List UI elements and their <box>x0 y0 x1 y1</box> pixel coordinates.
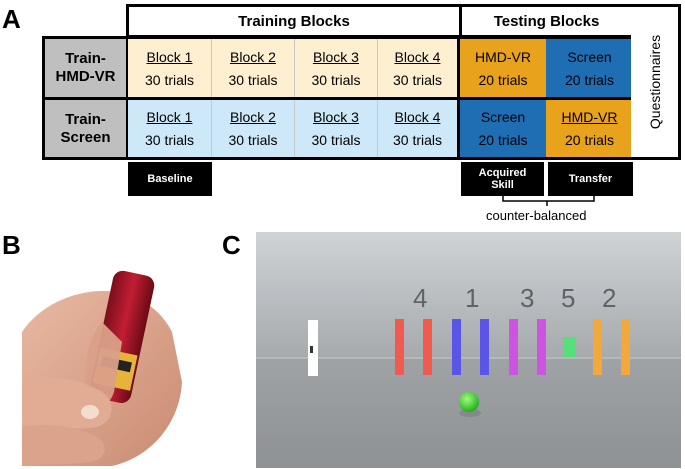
row1-block2-trials: 30 trials <box>228 71 278 88</box>
row1-label-line2: HMD-VR <box>55 68 116 85</box>
baseline-text: Baseline <box>147 173 193 185</box>
row1-block1-cell: Block 1 30 trials <box>128 39 212 97</box>
hand-illustration <box>22 270 182 466</box>
row2-block1-label: Block 1 <box>146 109 193 126</box>
testing-blocks-header: Testing Blocks <box>459 4 634 38</box>
target-digit-5: 2 <box>602 283 616 313</box>
questionnaires-label: Questionnaires <box>646 34 663 130</box>
row1-test2-name: Screen <box>567 48 612 65</box>
row2-block3-trials: 30 trials <box>311 131 361 148</box>
row1-block4-trials: 30 trials <box>392 71 443 88</box>
testing-blocks-title: Testing Blocks <box>493 12 600 30</box>
counterbalanced-label: counter-balanced <box>486 208 587 223</box>
row1-test2-cell: Screen 20 trials <box>546 39 633 97</box>
row1-test1-cell: HMD-VR 20 trials <box>460 39 546 97</box>
row1-test2-trials: 20 trials <box>564 71 615 88</box>
panel-label-a: A <box>2 4 21 34</box>
target-digit-4: 5 <box>561 283 575 313</box>
row2-block4-cell: Block 4 30 trials <box>378 100 460 157</box>
row2-block3-label: Block 3 <box>313 109 359 126</box>
training-blocks-title: Training Blocks <box>238 12 350 30</box>
magenta-bar-left <box>509 319 518 375</box>
start-panel-slot <box>310 346 313 353</box>
transfer-text: Transfer <box>568 173 613 185</box>
panel-label-c: C <box>222 230 241 260</box>
row1-block1-label: Block 1 <box>146 48 193 65</box>
row1-block1-trials: 30 trials <box>144 71 195 88</box>
baseline-label: Baseline <box>128 162 212 196</box>
row2-block1-cell: Block 1 30 trials <box>128 100 212 157</box>
row2-block3-cell: Block 3 30 trials <box>295 100 378 157</box>
row2-block4-trials: 30 trials <box>392 131 443 148</box>
training-blocks-header: Training Blocks <box>126 4 462 38</box>
counterbalance-bracket <box>502 192 595 206</box>
transfer-label: Transfer <box>548 162 633 196</box>
target-digit-1: 4 <box>413 283 427 313</box>
orange-bar-left <box>593 319 602 375</box>
vr-scene-render: 4 1 3 5 2 <box>256 232 681 468</box>
target-digit-3: 3 <box>520 283 534 313</box>
row2-test1-name: Screen <box>480 109 526 126</box>
row2-block2-trials: 30 trials <box>228 131 278 148</box>
row1-block3-trials: 30 trials <box>311 71 361 88</box>
row1-block3-cell: Block 3 30 trials <box>295 39 378 97</box>
questionnaires-box: Questionnaires <box>631 4 681 160</box>
row1-block2-cell: Block 2 30 trials <box>212 39 295 97</box>
target-digit-2: 1 <box>465 283 479 313</box>
acquired-text-line1: Acquired <box>478 167 527 179</box>
row2-block2-cell: Block 2 30 trials <box>212 100 295 157</box>
row2-label-line2: Screen <box>60 128 111 146</box>
orange-bar-right <box>621 319 630 375</box>
blue-bar-left <box>452 319 461 375</box>
row-label-train-screen: Train- Screen <box>45 100 128 157</box>
row-label-train-hmd-vr: Train- HMD-VR <box>45 39 128 99</box>
row2-block4-label: Block 4 <box>394 109 441 126</box>
row1-label-line1: Train- <box>65 50 106 67</box>
row2-test1-trials: 20 trials <box>478 131 528 148</box>
red-bar-left <box>395 319 404 375</box>
acquired-text-line2: Skill <box>491 179 514 191</box>
row2-test2-cell: HMD-VR 20 trials <box>546 100 633 157</box>
row1-test1-name: HMD-VR <box>475 48 531 65</box>
row-divider <box>45 97 633 100</box>
hand-device-photo <box>22 262 190 466</box>
magenta-bar-right <box>537 319 546 375</box>
panel-label-b: B <box>2 230 21 260</box>
row2-test2-trials: 20 trials <box>564 131 615 148</box>
row2-label-line1: Train- <box>65 110 106 128</box>
blue-bar-right <box>480 319 489 375</box>
row2-block1-trials: 30 trials <box>144 131 195 148</box>
green-ball <box>459 392 479 412</box>
red-bar-right <box>423 319 432 375</box>
row1-block4-label: Block 4 <box>394 48 441 65</box>
row1-block3-label: Block 3 <box>313 48 359 65</box>
row2-block2-label: Block 2 <box>230 109 276 126</box>
row2-test1-cell: Screen 20 trials <box>460 100 546 157</box>
row1-test1-trials: 20 trials <box>478 71 528 88</box>
row1-block2-label: Block 2 <box>230 48 276 65</box>
row1-block4-cell: Block 4 30 trials <box>378 39 460 97</box>
design-grid: Train- HMD-VR Block 1 30 trials Block 2 … <box>42 36 634 160</box>
green-target-block <box>563 337 576 357</box>
row2-test2-name: HMD-VR <box>561 109 618 126</box>
vr-scene: 4 1 3 5 2 <box>256 232 681 468</box>
acquired-skill-label: Acquired Skill <box>461 162 544 196</box>
